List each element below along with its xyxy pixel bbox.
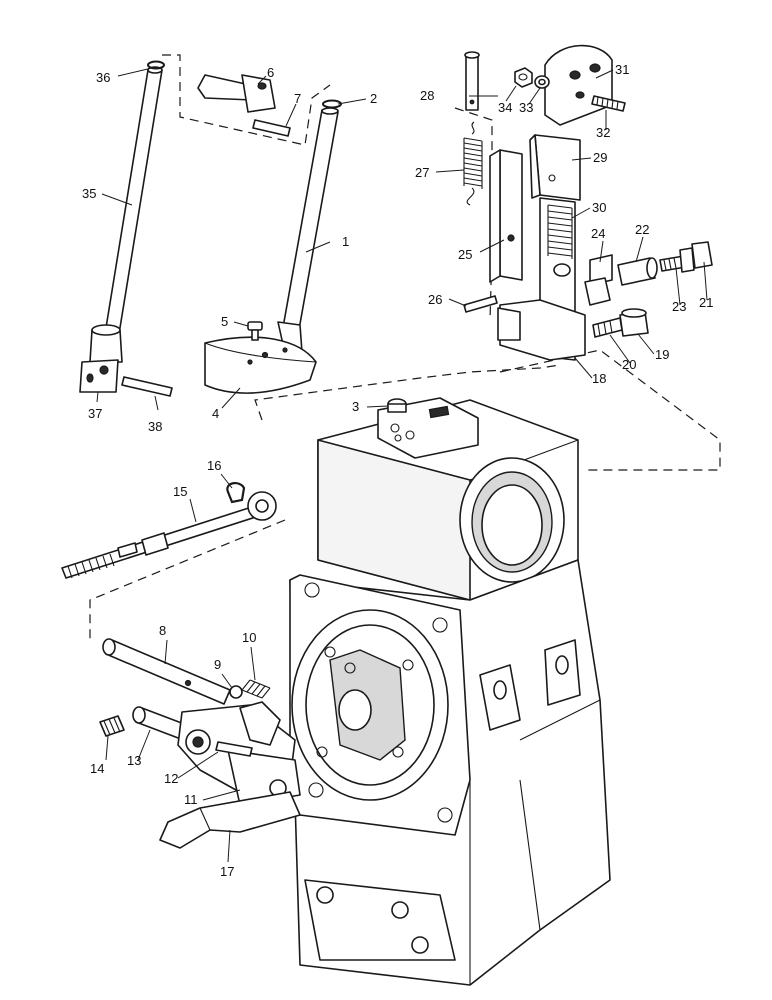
callout-23: 23 [672, 299, 686, 314]
callout-21: 21 [699, 295, 713, 310]
part-19-bolt [619, 308, 649, 337]
part-24-clip [584, 254, 613, 306]
part-37-universal-joint [79, 324, 123, 393]
callout-7: 7 [294, 91, 301, 106]
part-38-pin [121, 376, 173, 397]
part-12-pin [215, 741, 253, 757]
callout-1: 1 [342, 234, 349, 249]
callout-37: 37 [88, 406, 102, 421]
callout-26: 26 [428, 292, 442, 307]
gearbox-housing [289, 397, 611, 986]
part-28-clevis-pin [464, 51, 480, 111]
part-22-spacer [617, 257, 658, 286]
callout-28: 28 [420, 88, 434, 103]
callout-35: 35 [82, 186, 96, 201]
callout-36: 36 [96, 70, 110, 85]
callout-14: 14 [90, 761, 104, 776]
part-32-stud [591, 95, 626, 112]
part-27-tension-spring [463, 121, 483, 206]
callout-19: 19 [655, 347, 669, 362]
part-15-control-rod [61, 491, 277, 579]
part-14-screw [99, 715, 125, 737]
callout-10: 10 [242, 630, 256, 645]
part-21-bolt-head [691, 241, 713, 269]
part-2-circlip [322, 99, 342, 109]
part-33-washer [534, 75, 550, 89]
callout-3: 3 [352, 399, 359, 414]
callout-24: 24 [591, 226, 605, 241]
callout-18: 18 [592, 371, 606, 386]
callout-11: 11 [184, 792, 198, 807]
part-26-pin [463, 295, 498, 313]
part-16-clip [226, 482, 246, 504]
callout-20: 20 [622, 357, 636, 372]
callout-34: 34 [498, 100, 512, 115]
callout-15: 15 [173, 484, 187, 499]
callout-17: 17 [220, 864, 234, 879]
part-23-bolt [659, 247, 695, 273]
callout-22: 22 [635, 222, 649, 237]
part-7-pin [252, 119, 291, 137]
callout-8: 8 [159, 623, 166, 638]
callout-numbers: 1 2 3 4 5 6 7 8 9 10 11 12 13 14 15 16 1… [82, 62, 713, 879]
callout-2: 2 [370, 91, 377, 106]
part-30-compression-spring [547, 204, 573, 259]
callout-12: 12 [164, 771, 178, 786]
callout-31: 31 [615, 62, 629, 77]
part-31-plate [544, 44, 613, 126]
callout-38: 38 [148, 419, 162, 434]
callout-32: 32 [596, 125, 610, 140]
callout-33: 33 [519, 100, 533, 115]
part-9-ball [229, 685, 243, 699]
part-34-nut [514, 67, 533, 88]
callout-13: 13 [127, 753, 141, 768]
part-1-shaft [277, 107, 339, 353]
part-8-shaft [102, 638, 231, 705]
callout-30: 30 [592, 200, 606, 215]
part-6-lever [197, 74, 276, 113]
part-17-lever [159, 791, 301, 849]
part-35-shaft [103, 66, 163, 341]
part-36-circlip [147, 60, 165, 70]
part-25-bracket [489, 149, 523, 283]
part-20-bolt [592, 317, 623, 338]
part-10-spring [241, 679, 271, 699]
callout-27: 27 [415, 165, 429, 180]
callout-16: 16 [207, 458, 221, 473]
callout-29: 29 [593, 150, 607, 165]
part-18-lever-body [497, 197, 586, 361]
part-29-link [529, 134, 581, 201]
part-3-plug [387, 398, 407, 413]
callout-5: 5 [221, 314, 228, 329]
callout-4: 4 [212, 406, 219, 421]
callout-6: 6 [267, 65, 274, 80]
callout-9: 9 [214, 657, 221, 672]
callout-25: 25 [458, 247, 472, 262]
leader-lines [96, 67, 708, 863]
